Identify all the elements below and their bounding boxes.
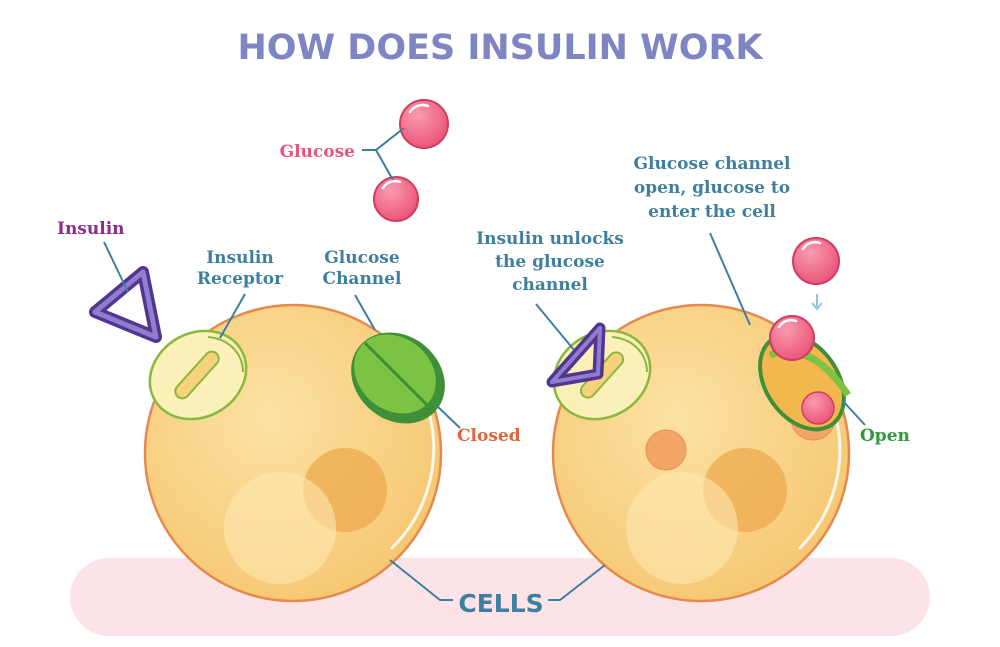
glucose-molecule-3 [792,237,840,285]
leader-glucose-2 [375,149,394,181]
label-glucose-channel-open: Glucose channel open, glucose to enter t… [633,154,791,222]
label-open-channel-line1: Glucose channel [633,154,791,174]
glucose-channel-open [758,332,851,432]
label-open-channel-line2: open, glucose to [634,178,790,198]
insulin-receptor-left [148,329,248,421]
label-unlocks-line2: the glucose [495,252,605,272]
leader-lines [103,127,866,601]
cell-highlight-right [798,408,842,550]
label-open-channel-line3: enter the cell [648,202,776,222]
down-arrow-icon [811,294,823,311]
label-insulin-receptor: Insulin Receptor [197,248,284,289]
leader-unlocks [535,303,575,351]
leader-cells-right [548,564,606,601]
label-unlocks-line3: channel [512,275,588,295]
label-glucose-channel: Glucose Channel [323,248,402,289]
label-glucose: Glucose [280,142,356,162]
glucose-molecule-1 [399,99,449,149]
leader-glucose-1 [362,127,405,151]
label-open: Open [860,426,910,446]
label-closed: Closed [457,426,521,446]
label-insulin: Insulin [57,219,125,239]
label-unlocks-line1: Insulin unlocks [476,229,624,249]
label-insulin-receptor-line2: Receptor [197,269,284,289]
label-insulin-unlocks: Insulin unlocks the glucose channel [476,229,624,295]
glucose-channel-closed [351,332,445,424]
glucose-molecule-2 [373,176,419,222]
label-cells: CELLS [458,589,543,618]
label-glucose-channel-line2: Channel [323,269,402,289]
leader-insulin [103,241,129,293]
label-insulin-receptor-line1: Insulin [206,248,274,268]
label-glucose-channel-line1: Glucose [324,248,400,268]
leader-closed [436,405,461,429]
insulin-molecule-left [89,266,162,343]
leader-cells-left [389,559,453,601]
leader-open-channel [709,232,751,326]
insulin-molecule-docked [546,322,606,388]
page-title: HOW DOES INSULIN WORK [237,28,764,68]
absorbed-glucose-1 [645,429,687,471]
glucose-molecule-4 [769,315,815,361]
vacuole-right [626,472,738,584]
leader-glucose-channel [354,294,376,331]
cell-highlight-left [390,398,436,550]
leader-open [841,399,866,426]
leader-insulin-receptor [219,293,246,339]
vacuole-left [224,472,336,584]
